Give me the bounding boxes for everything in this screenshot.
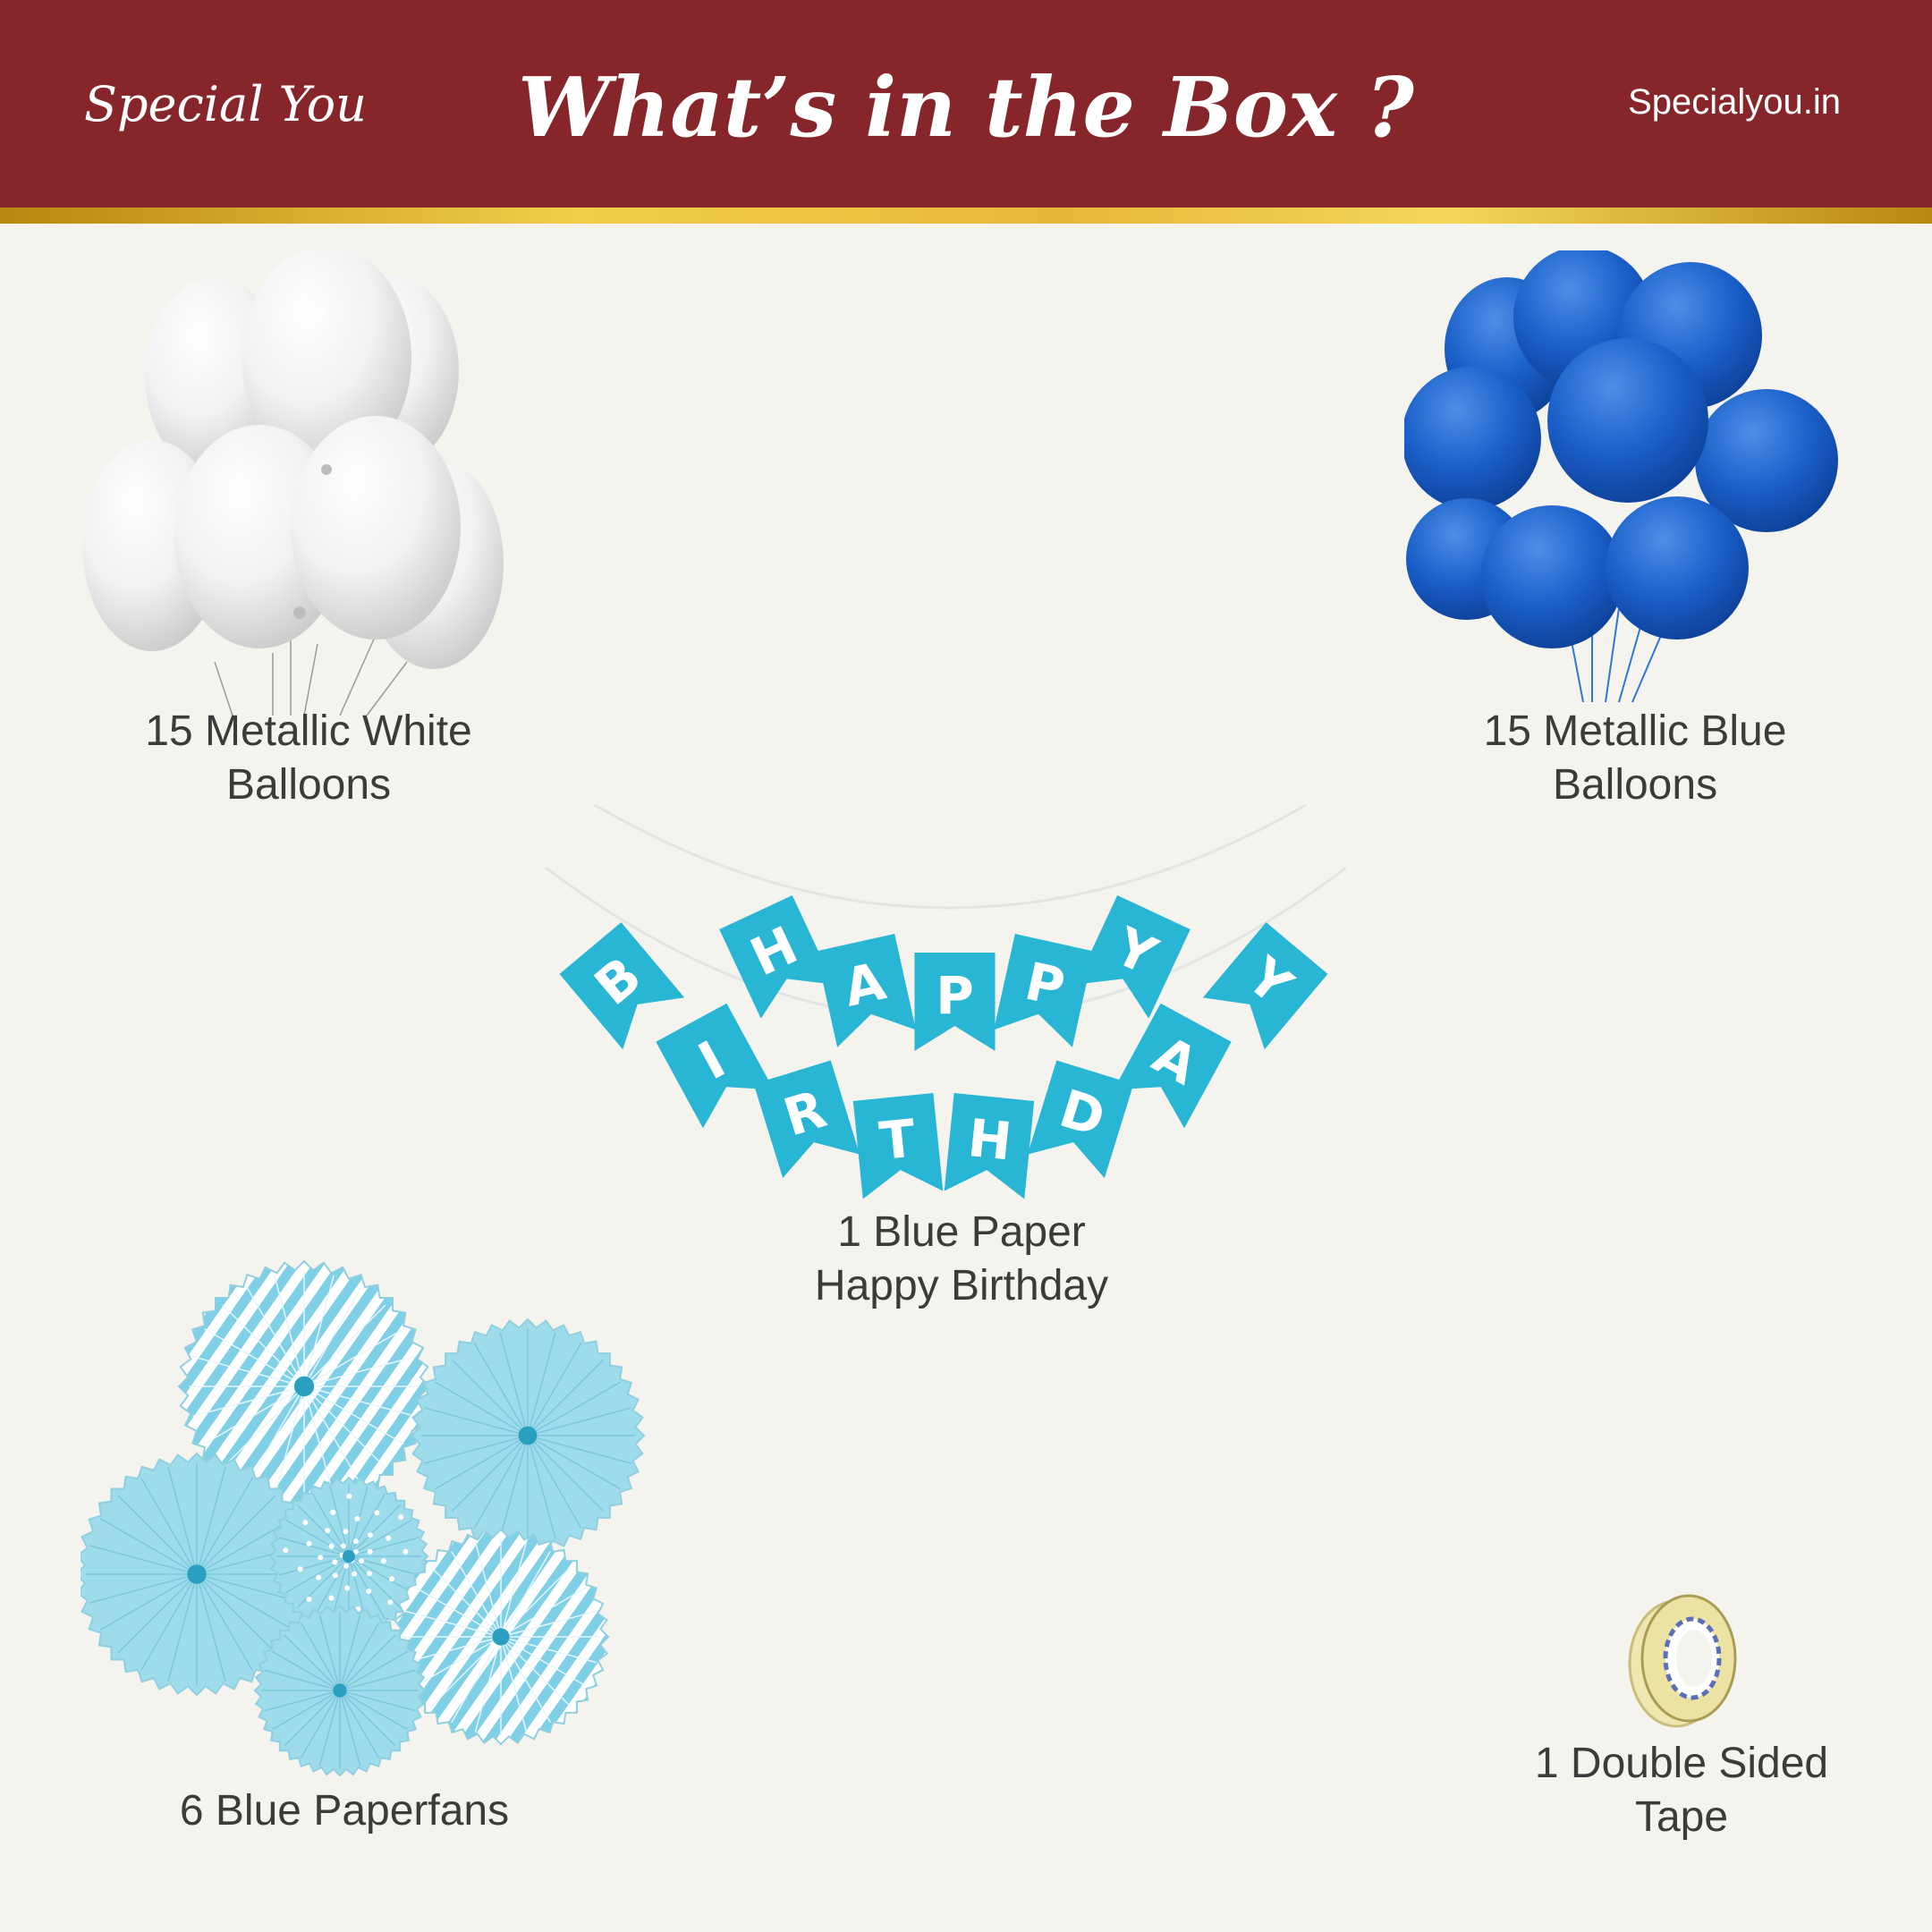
- paper-fan: [392, 1528, 610, 1746]
- banner-flag: I: [656, 1003, 774, 1129]
- banner-flag: Y: [1075, 894, 1191, 1019]
- paper-fan: [410, 1318, 646, 1554]
- banner-flag: H: [944, 1093, 1035, 1199]
- white-balloons-image: [82, 250, 504, 716]
- banner-flag: B: [559, 922, 685, 1050]
- banner-letter: T: [877, 1107, 919, 1172]
- page-title: What’s in the Box ?: [518, 59, 1414, 156]
- paper-fan: [253, 1604, 427, 1777]
- banner-flag: T: [852, 1093, 944, 1199]
- banner-flag: A: [816, 934, 916, 1047]
- gold-divider: [0, 208, 1932, 224]
- banner-flag: A: [1114, 1003, 1232, 1129]
- paper-fan: [80, 1452, 319, 1697]
- header-bar: Special You What’s in the Box ? Specialy…: [0, 0, 1932, 208]
- tape-roll-image: [1628, 1594, 1737, 1728]
- paper-fans-image: [80, 1259, 646, 1777]
- banner-letter: H: [965, 1107, 1014, 1172]
- banner-flag: R: [753, 1060, 860, 1179]
- brand-logo: Special You: [84, 76, 367, 132]
- banner-flag: Y: [1202, 922, 1328, 1050]
- website-link[interactable]: Specialyou.in: [1628, 82, 1841, 122]
- banner-flag: D: [1027, 1060, 1134, 1179]
- blue-balloons-image: [1404, 250, 1838, 703]
- banner-flag: P: [994, 934, 1094, 1047]
- paper-fan: [177, 1259, 431, 1513]
- banner-flag: P: [914, 953, 996, 1051]
- paper-fan: [268, 1476, 429, 1637]
- banner-letter: P: [936, 965, 974, 1026]
- banner-flag: H: [719, 894, 835, 1019]
- paper-fans-label: 6 Blue Paperfans: [179, 1787, 510, 1835]
